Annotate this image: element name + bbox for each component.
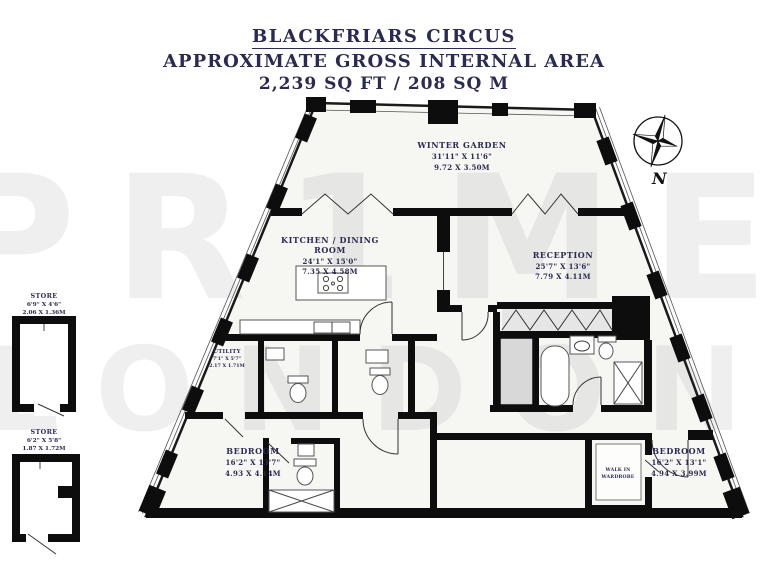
svg-text:25'7" X 13'6": 25'7" X 13'6" [535,262,590,271]
bedroom-right-label: BEDROOM [652,446,705,456]
svg-text:ROOM: ROOM [314,245,346,255]
kitchen-dining-label: KITCHEN / DINING [281,235,379,245]
basin-icon [297,443,315,457]
svg-text:24'1" X 15'0": 24'1" X 15'0" [302,257,357,266]
svg-text:16'2" X 13'1": 16'2" X 13'1" [651,458,706,467]
svg-text:4.94 X 3.99M: 4.94 X 3.99M [651,469,707,478]
walk-in-wardrobe-label: WALK IN [605,467,632,473]
bottom-wall [146,508,742,518]
toilet-icon [371,375,389,395]
svg-text:6'9" X 4'6": 6'9" X 4'6" [27,302,61,308]
svg-text:7.79 X 4.11M: 7.79 X 4.11M [535,272,591,281]
wardrobe-hanging-icon [501,309,613,331]
bedroom-left-label: BEDROOM [226,446,279,456]
compass-north-label: N [651,169,668,188]
bathtub-icon [540,345,570,407]
hob-icon [317,272,349,294]
store-lower: STORE 6'2" X 5'8" 1.87 X 1.72M [12,428,80,555]
window-glazing [138,99,750,515]
winter-garden-label: WINTER GARDEN [416,140,506,150]
basin-icon [365,349,389,364]
page-area: 2,239 SQ FT / 208 SQ M [258,74,510,94]
room-labels: WINTER GARDEN 31'11" X 11'6" 9.72 X 3.50… [209,140,707,480]
store-lower-label: STORE [30,428,57,436]
interior-walls [185,208,713,515]
ensuite-fixtures [267,442,335,513]
svg-text:4.93 X 4.14M: 4.93 X 4.14M [225,469,281,478]
store-upper: STORE 6'9" X 4'6" 2.06 X 1.36M [12,292,76,417]
basin-icon [265,347,285,361]
svg-text:7'1" X 5'7": 7'1" X 5'7" [213,356,242,362]
toilet-icon [296,466,314,486]
bathroom-fixtures [540,335,643,407]
compass-rose-icon: N [632,114,683,188]
svg-text:2.17 X 1.71M: 2.17 X 1.71M [209,363,245,369]
svg-text:31'11" X 11'6": 31'11" X 11'6" [432,152,492,161]
toilet-icon [289,383,307,403]
kitchen-fixtures [239,265,387,335]
toilet-icon [598,342,614,360]
svg-text:1.87 X 1.72M: 1.87 X 1.72M [22,446,66,452]
storage-closet [499,337,534,406]
store-upper-label: STORE [30,292,57,300]
page-subtitle: APPROXIMATE GROSS INTERNAL AREA [163,51,605,72]
wc-fixtures [265,347,391,403]
wardrobe-strip [502,309,612,331]
door-swings [224,301,689,478]
folding-doors [301,193,579,215]
svg-text:2.06 X 1.36M: 2.06 X 1.36M [22,310,66,316]
walk-in-wardrobe-unit [595,443,642,501]
page-title: BLACKFRIARS CIRCUS [252,26,516,49]
svg-text:9.72 X 3.50M: 9.72 X 3.50M [434,163,490,172]
wall-pillars [138,97,750,520]
utility-label: UTILITY [213,349,241,355]
svg-text:16'2" X 13'7": 16'2" X 13'7" [225,458,280,467]
reception-label: RECEPTION [533,250,594,260]
svg-text:WARDROBE: WARDROBE [600,474,634,480]
plan-header: BLACKFRIARS CIRCUS APPROXIMATE GROSS INT… [0,26,768,94]
svg-text:7.35 X 4.58M: 7.35 X 4.58M [302,267,358,276]
svg-text:6'2" X 5'8": 6'2" X 5'8" [27,438,61,444]
